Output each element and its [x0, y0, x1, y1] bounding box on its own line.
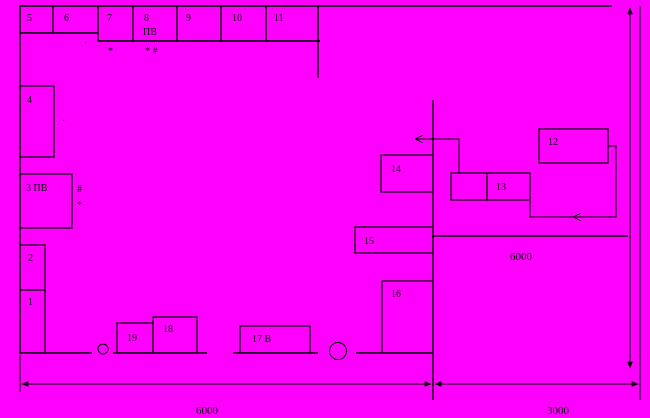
- block-4: [19, 85, 55, 158]
- annotation-pv-under-8: ПВ: [143, 27, 157, 38]
- label-block-6: 6: [64, 13, 69, 24]
- label-block-1: 1: [28, 297, 33, 308]
- small-circle-marker: [97, 343, 109, 355]
- label-block-11: 11: [274, 13, 284, 24]
- block-7: [97, 5, 134, 42]
- label-block-13: 13: [496, 182, 506, 193]
- block-13: [486, 172, 531, 201]
- dimension-label-right-area: 6000: [510, 251, 533, 263]
- block-10: [220, 5, 267, 42]
- block-13-left: [450, 172, 488, 201]
- annotation-hash-3: #: [77, 184, 82, 195]
- annotation-dot-4: ·: [62, 116, 65, 127]
- block-16: [381, 280, 434, 354]
- label-block-10: 10: [232, 13, 242, 24]
- annotation-dot-6: ·: [84, 38, 87, 49]
- block-1: [19, 289, 46, 354]
- label-block-4: 4: [27, 95, 32, 106]
- annotation-star-hash-8: * #: [145, 46, 158, 57]
- label-block-5: 5: [27, 13, 32, 24]
- label-block-3: 3 ПВ: [26, 183, 48, 194]
- dimension-label-bottom-left: 6000: [196, 405, 219, 417]
- block-18: [152, 316, 198, 354]
- block-5: [19, 5, 54, 34]
- label-block-15: 15: [364, 236, 374, 247]
- block-9: [176, 5, 222, 42]
- label-block-17: 17 В: [252, 334, 272, 345]
- label-block-19: 19: [127, 333, 137, 344]
- label-block-9: 9: [186, 13, 191, 24]
- label-block-14: 14: [391, 164, 401, 175]
- block-2: [19, 244, 46, 291]
- block-11: [265, 5, 319, 42]
- flow-arrow-12-to-13: [529, 145, 617, 218]
- label-block-7: 7: [107, 13, 112, 24]
- block-17: [239, 325, 311, 354]
- label-block-12: 12: [548, 137, 558, 148]
- annotation-star-7: *: [108, 46, 113, 57]
- annotation-star-3: *: [77, 200, 82, 211]
- label-block-18: 18: [163, 324, 173, 335]
- dimension-label-bottom-right: 3000: [547, 405, 570, 417]
- large-circle-marker: [329, 342, 347, 360]
- flow-arrow-13-to-14: [416, 139, 460, 173]
- block-15: [354, 226, 434, 254]
- block-3: [19, 173, 73, 229]
- label-block-16: 16: [391, 289, 401, 300]
- label-block-2: 2: [28, 253, 33, 264]
- block-14: [380, 154, 434, 193]
- label-block-8: 8: [144, 13, 149, 24]
- block-6: [52, 5, 99, 34]
